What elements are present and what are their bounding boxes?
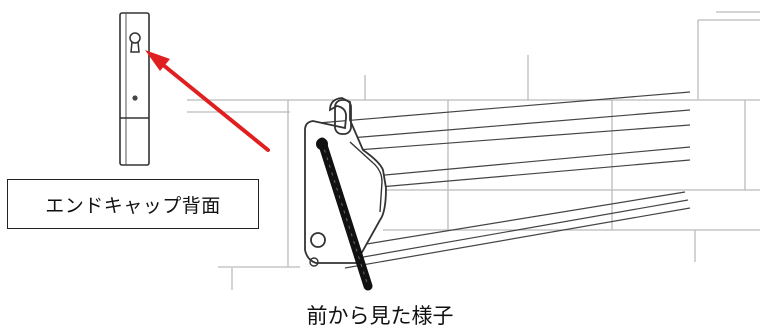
end-cap-front-view (304, 97, 387, 267)
front-view-caption: 前から見た様子 (306, 304, 454, 328)
pointer-arrow (145, 50, 270, 152)
end-cap-rear-view (119, 12, 150, 166)
end-cap-rear-label: エンドキャップ背面 (45, 194, 221, 217)
screw-hole-icon (132, 95, 138, 101)
end-cap-rear-label-box: エンドキャップ背面 (7, 179, 259, 229)
bar-pivot-icon (316, 138, 328, 150)
keyhole-icon (129, 32, 141, 53)
wall-grid (187, 11, 760, 290)
mounting-bar (316, 137, 373, 291)
blind-rails (317, 91, 691, 269)
